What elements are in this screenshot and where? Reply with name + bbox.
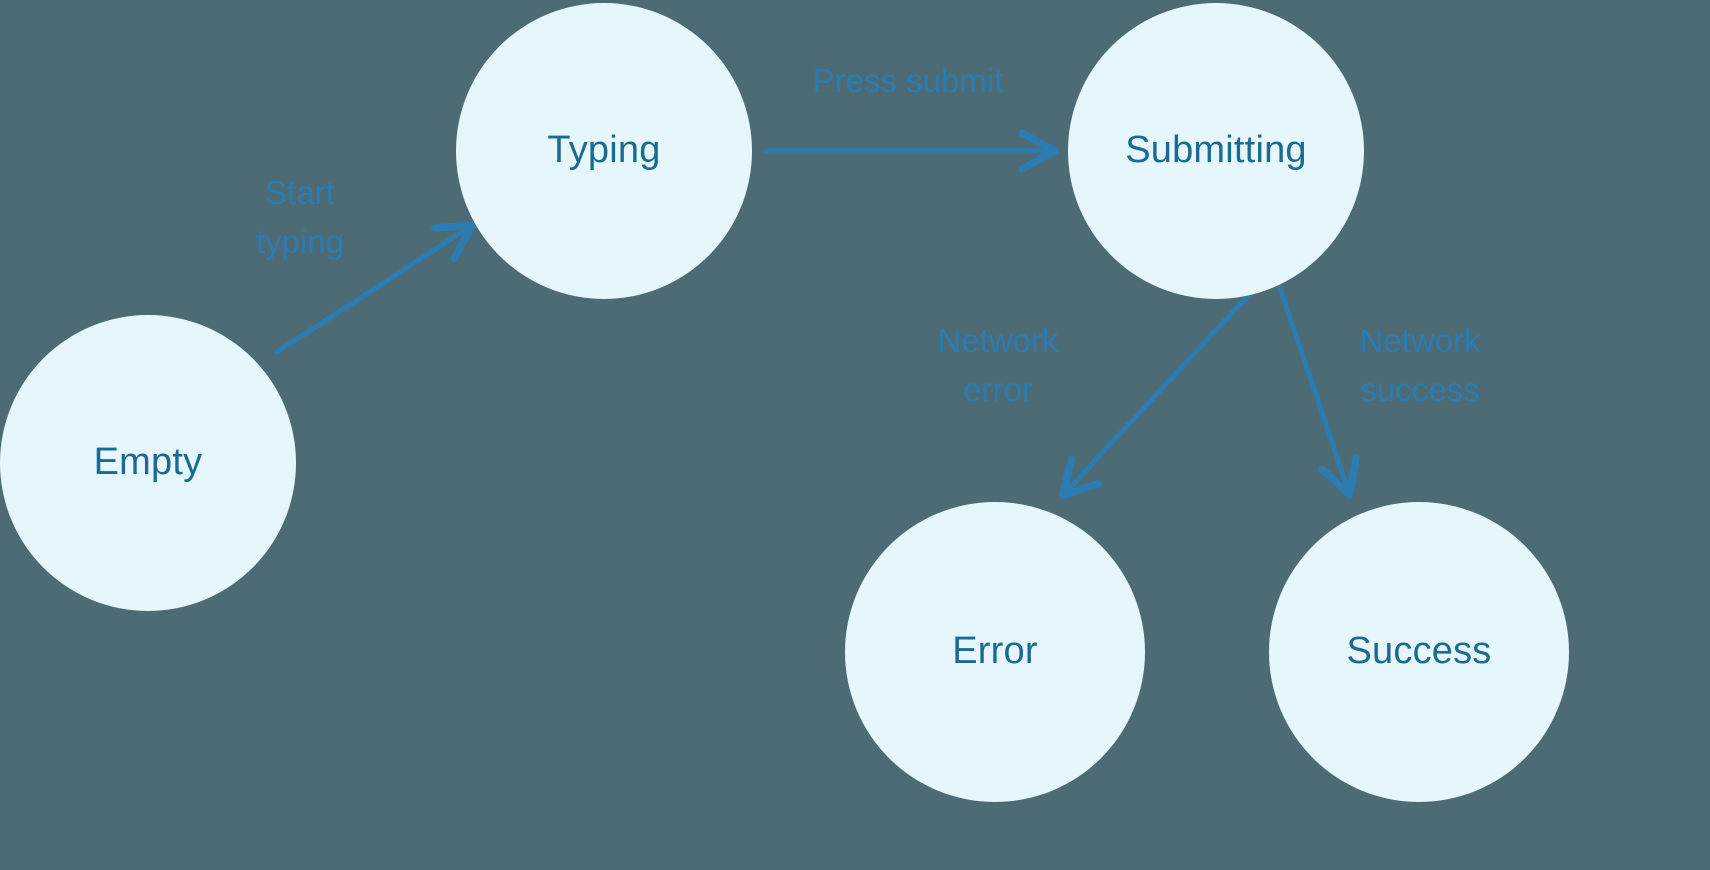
state-node-submitting[interactable]: Submitting — [1068, 3, 1364, 299]
state-node-label: Success — [1346, 630, 1492, 673]
edge-submitting-to-success — [1277, 285, 1348, 490]
state-node-label: Empty — [93, 441, 203, 484]
state-node-label: Typing — [547, 129, 661, 172]
state-node-typing[interactable]: Typing — [456, 3, 752, 299]
state-node-empty[interactable]: Empty — [0, 315, 296, 611]
state-node-success[interactable]: Success — [1269, 502, 1569, 802]
edge-submitting-to-error — [1066, 285, 1258, 492]
state-node-label: Error — [952, 630, 1038, 673]
state-node-label: Submitting — [1125, 129, 1307, 172]
state-node-error[interactable]: Error — [845, 502, 1145, 802]
edge-empty-to-typing — [274, 228, 468, 355]
